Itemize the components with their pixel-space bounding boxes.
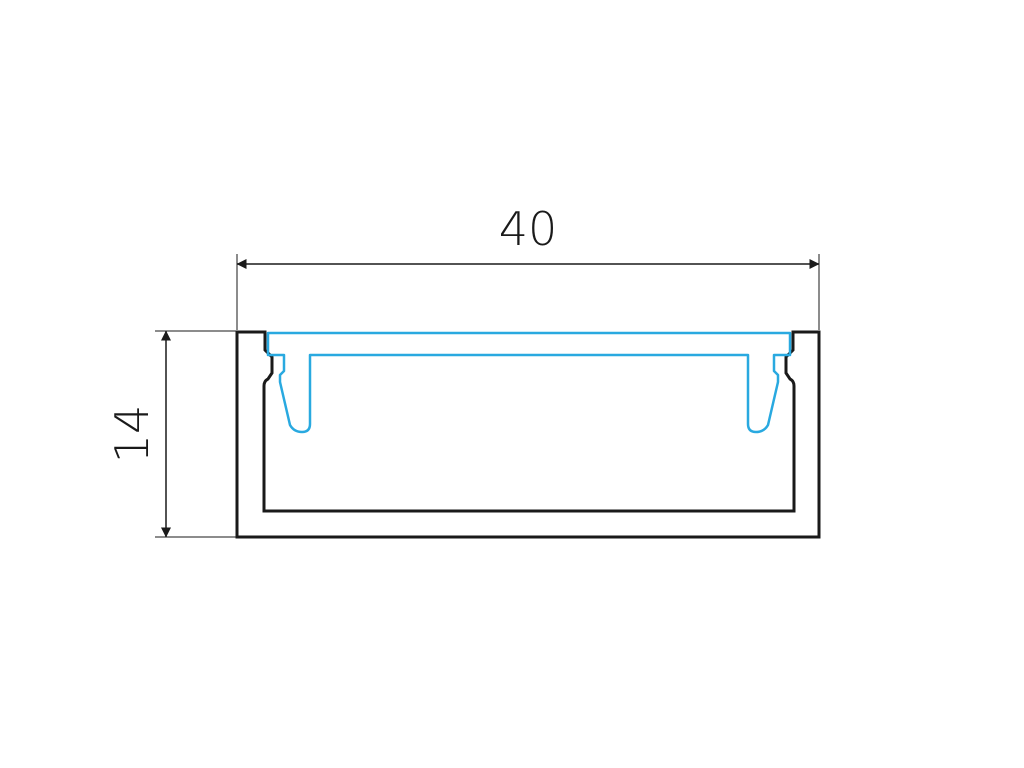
height-dimension: 14	[105, 330, 236, 538]
diffuser-cover	[266, 331, 792, 434]
aluminium-profile	[235, 330, 821, 539]
width-dimension: 40	[236, 202, 820, 330]
width-label: 40	[499, 202, 558, 256]
height-label: 14	[105, 405, 159, 464]
